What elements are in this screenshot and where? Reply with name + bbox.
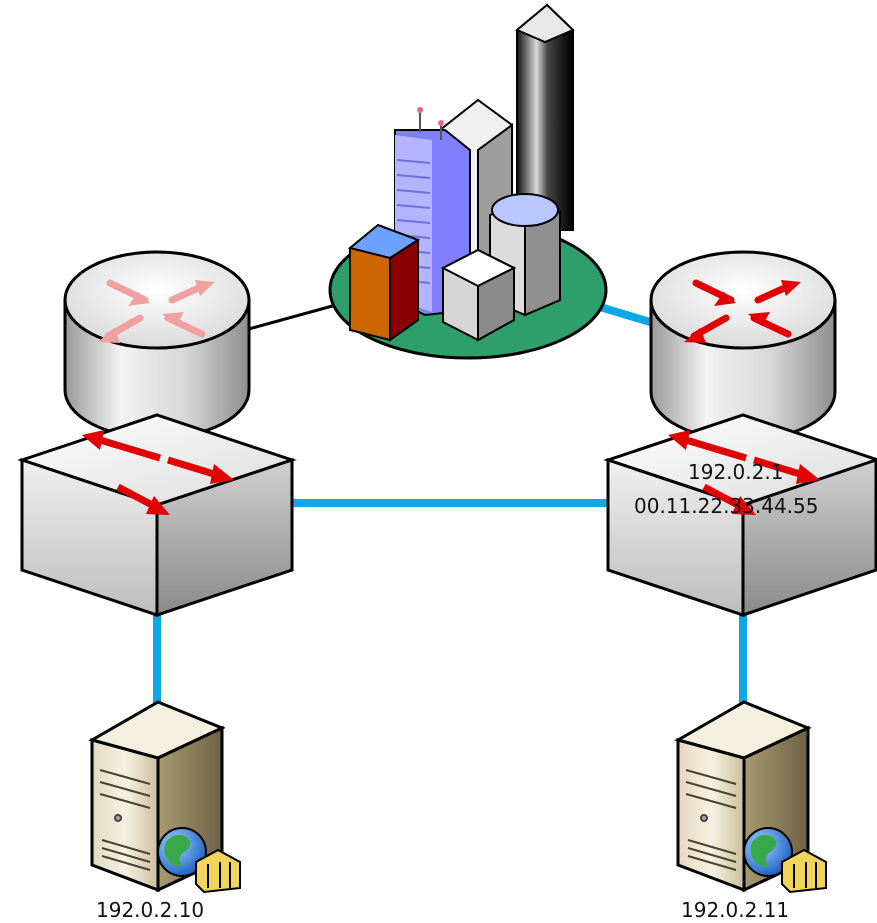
server-front: [90, 738, 160, 893]
server-left[interactable]: [88, 700, 241, 894]
city-orange-building-top: [347, 223, 421, 260]
router-top: [649, 250, 837, 350]
city-tower-top: [515, 3, 575, 44]
city-antenna-light-2: [438, 120, 444, 126]
film-icon: [195, 848, 241, 894]
city-cloud-icon: [328, 3, 608, 360]
router-arrows-icon: [98, 279, 215, 343]
city-front-building-side: [477, 266, 515, 342]
router-arrows-icon: [684, 279, 801, 343]
film-icon: [781, 848, 827, 894]
globe-land: [750, 834, 777, 867]
server-front: [676, 738, 746, 893]
gateway-mac-label: 00.11.22.33.44.55: [634, 494, 819, 518]
server-right-ip-label: 192.0.2.11: [681, 898, 790, 922]
router-top: [63, 250, 251, 350]
switch-right[interactable]: [603, 413, 877, 618]
server-details: [685, 769, 737, 871]
server-left-ip-label: 192.0.2.10: [96, 898, 205, 922]
globe-land: [164, 834, 191, 867]
gateway-ip-label: 192.0.2.1: [688, 460, 784, 484]
city-orange-building: [349, 247, 391, 342]
switch-arrows-icon: [82, 430, 234, 515]
switch-front-right: [741, 458, 877, 618]
server-right[interactable]: [674, 700, 827, 894]
router-left[interactable]: [63, 250, 251, 440]
switch-arrows-icon: [668, 430, 820, 515]
switch-front-right: [155, 457, 294, 618]
city-grey-building-side: [524, 210, 561, 317]
city-grey-dome: [491, 193, 559, 227]
switch-left[interactable]: [17, 413, 297, 618]
router-right[interactable]: [649, 250, 837, 442]
city-antenna-light-1: [417, 107, 423, 113]
link-router-left-city: [244, 303, 337, 332]
server-details: [99, 769, 151, 871]
